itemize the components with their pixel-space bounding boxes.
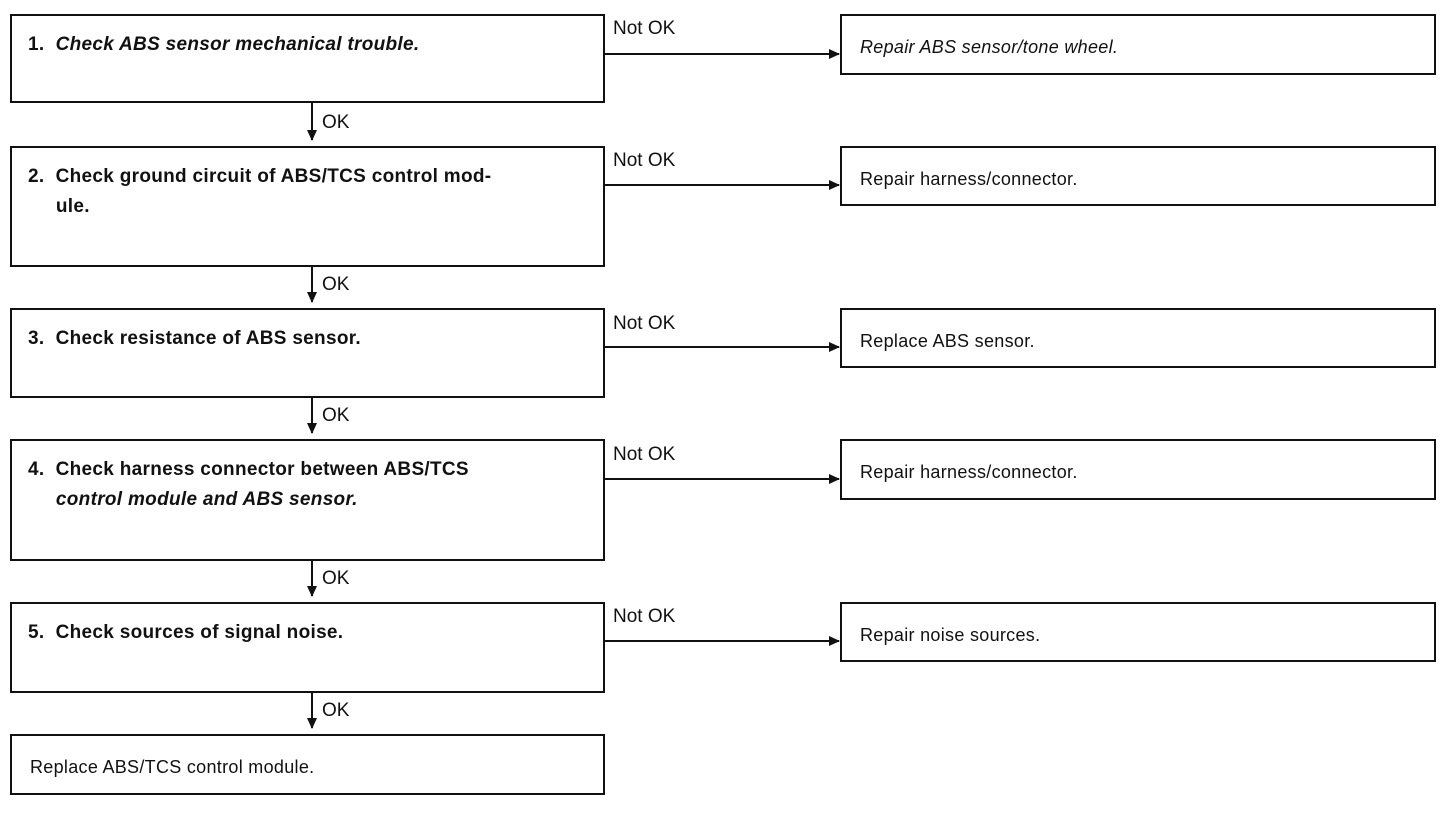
step-1-box: 1. Check ABS sensor mechanical trouble. <box>10 14 605 103</box>
step-text: Check ground circuit of ABS/TCS control … <box>55 166 492 187</box>
step-text: Check ABS sensor mechanical trouble. <box>55 34 420 55</box>
ok-label: OK <box>322 568 350 589</box>
not-ok-label: Not OK <box>613 444 676 465</box>
result-text: Repair noise sources. <box>860 625 1041 645</box>
step-number: 5. <box>28 622 45 643</box>
result-text: Repair ABS sensor/tone wheel. <box>860 37 1119 57</box>
step-4-box: 4. Check harness connector between ABS/T… <box>10 439 605 561</box>
step-2-box: 2. Check ground circuit of ABS/TCS contr… <box>10 146 605 267</box>
result-text: Repair harness/connector. <box>860 169 1078 189</box>
result-5-box: Repair noise sources. <box>840 602 1436 662</box>
result-3-box: Replace ABS sensor. <box>840 308 1436 368</box>
result-text: Replace ABS sensor. <box>860 331 1035 351</box>
step-text: Check resistance of ABS sensor. <box>55 328 361 349</box>
ok-label: OK <box>322 112 350 133</box>
not-ok-label: Not OK <box>613 150 676 171</box>
step-5-box: 5. Check sources of signal noise. <box>10 602 605 693</box>
step-text-cont: ule. <box>55 196 90 217</box>
result-4-box: Repair harness/connector. <box>840 439 1436 500</box>
step-number: 3. <box>28 328 45 349</box>
result-2-box: Repair harness/connector. <box>840 146 1436 206</box>
not-ok-label: Not OK <box>613 606 676 627</box>
final-text: Replace ABS/TCS control module. <box>30 757 315 777</box>
result-1-box: Repair ABS sensor/tone wheel. <box>840 14 1436 75</box>
not-ok-label: Not OK <box>613 18 676 39</box>
step-text: Check sources of signal noise. <box>55 622 344 643</box>
step-3-box: 3. Check resistance of ABS sensor. <box>10 308 605 398</box>
step-number: 1. <box>28 34 45 55</box>
step-number: 2. <box>28 166 45 187</box>
not-ok-label: Not OK <box>613 313 676 334</box>
step-text-cont: control module and ABS sensor. <box>55 489 358 510</box>
step-text: Check harness connector between ABS/TCS <box>55 459 469 480</box>
ok-label: OK <box>322 700 350 721</box>
final-box: Replace ABS/TCS control module. <box>10 734 605 795</box>
ok-label: OK <box>322 405 350 426</box>
result-text: Repair harness/connector. <box>860 462 1078 482</box>
ok-label: OK <box>322 274 350 295</box>
step-number: 4. <box>28 459 45 480</box>
